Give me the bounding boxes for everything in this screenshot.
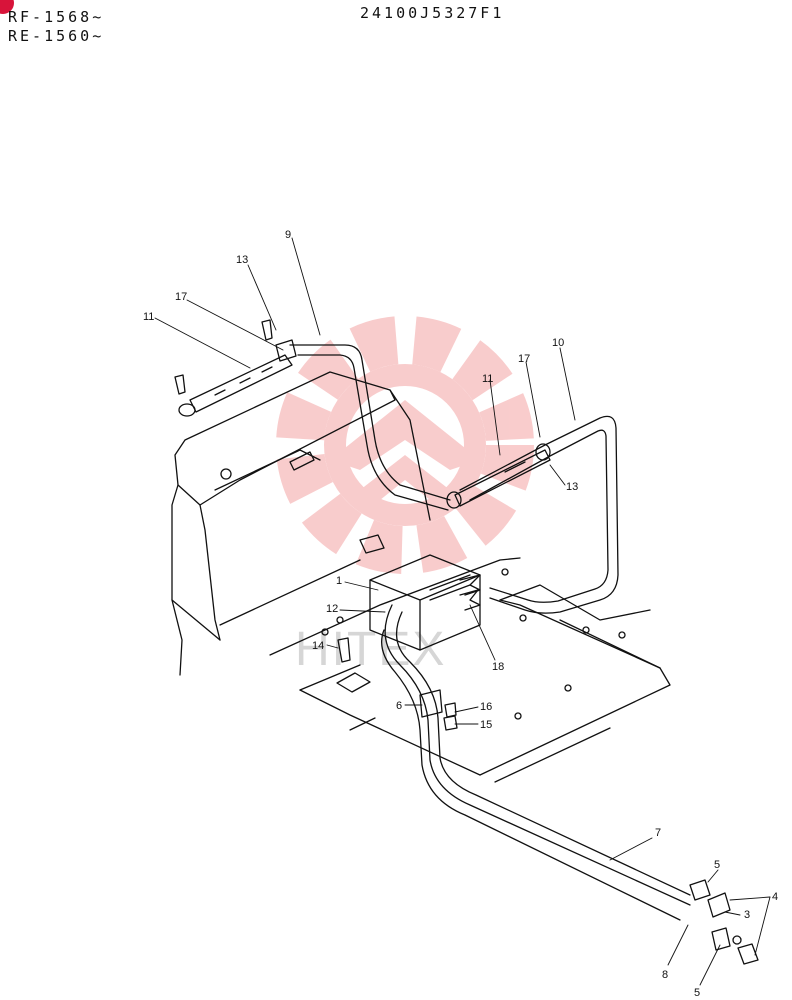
callout-16: 16 xyxy=(480,701,492,713)
callout-5-top: 5 xyxy=(714,859,720,871)
seat-back-panel xyxy=(171,371,431,676)
serial-range-2: RE-1560~ xyxy=(8,27,105,45)
corner-badge-icon xyxy=(0,0,14,14)
bolt-13-left xyxy=(261,319,273,341)
bracket-11-right xyxy=(446,443,551,509)
callout-5-bottom: 5 xyxy=(694,987,700,999)
callout-12: 12 xyxy=(326,603,338,615)
callout-13-right: 13 xyxy=(566,481,578,493)
clamp-17-left xyxy=(275,339,297,362)
heater-unit xyxy=(369,554,481,651)
bolt-14 xyxy=(337,637,351,663)
bracket-11-left xyxy=(178,354,293,417)
hose-12 xyxy=(381,604,691,921)
callout-9: 9 xyxy=(285,229,291,241)
document-code: 24100J5327F1 xyxy=(360,4,505,22)
callout-1: 1 xyxy=(336,575,342,587)
fittings-group xyxy=(689,879,759,965)
callout-4: 4 xyxy=(772,891,778,903)
callout-18: 18 xyxy=(492,661,504,673)
callout-8: 8 xyxy=(662,969,668,981)
callout-15: 15 xyxy=(480,719,492,731)
nut-15 xyxy=(443,715,458,731)
callout-11-right: 11 xyxy=(482,373,493,385)
callout-7: 7 xyxy=(655,827,661,839)
callout-17-right: 17 xyxy=(518,353,530,365)
callout-6: 6 xyxy=(396,700,402,712)
pipe-10 xyxy=(459,415,619,614)
bolt-16 xyxy=(444,702,457,718)
watermark-gear-icon xyxy=(276,316,534,574)
bolt-left-small xyxy=(174,374,186,395)
callout-13-left: 13 xyxy=(236,254,248,266)
callout-17-left: 17 xyxy=(175,291,187,303)
pipe-9 xyxy=(289,344,451,511)
serial-range-1: RF-1568~ xyxy=(8,8,105,26)
callout-11-left: 11 xyxy=(143,311,154,323)
floor-plate xyxy=(219,534,671,783)
callouts: 9 13 17 11 10 17 11 13 1 12 14 18 6 16 1… xyxy=(143,229,778,999)
callout-10: 10 xyxy=(552,337,564,349)
grommet-6 xyxy=(419,689,443,718)
callout-3: 3 xyxy=(744,909,750,921)
callout-14: 14 xyxy=(312,640,324,652)
